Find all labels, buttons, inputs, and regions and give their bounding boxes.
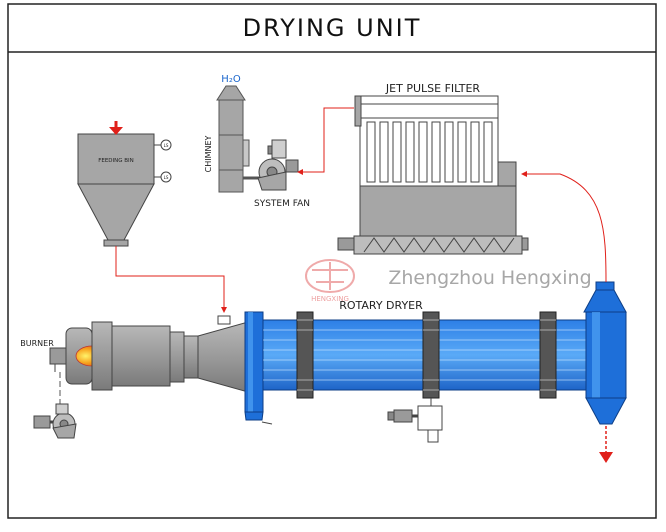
feed-inlet-arrowhead bbox=[109, 127, 123, 135]
burner-label: BURNER bbox=[20, 339, 54, 348]
system-fan bbox=[243, 139, 299, 191]
watermark-company: Zhengzhou Hengxing bbox=[388, 267, 591, 289]
discharge-hood bbox=[583, 281, 627, 425]
jet-pulse-filter-label: JET PULSE FILTER bbox=[385, 82, 481, 95]
filter-to-fan-flow bbox=[297, 107, 354, 175]
watermark-logo bbox=[305, 259, 355, 293]
discharge-arrowhead bbox=[599, 452, 613, 463]
rotary-dryer-label: ROTARY DRYER bbox=[339, 299, 423, 312]
burner-fan bbox=[33, 403, 77, 439]
feeding-bin-label: FEEDING BIN bbox=[98, 158, 134, 164]
level-gauge-lower-label: LS bbox=[164, 175, 169, 180]
burner bbox=[49, 321, 249, 393]
feed-chute bbox=[217, 311, 273, 425]
page-title: DRYING UNIT bbox=[242, 14, 422, 42]
girth-gear bbox=[422, 311, 440, 399]
h2o-label: H₂O bbox=[221, 74, 241, 85]
system-fan-label: SYSTEM FAN bbox=[254, 199, 310, 209]
feed-to-dryer-flow bbox=[115, 246, 227, 313]
level-gauge-upper-label: LS bbox=[164, 143, 169, 148]
riding-ring-1 bbox=[296, 311, 314, 399]
chimney-label: CHIMNEY bbox=[204, 135, 213, 172]
chimney bbox=[216, 85, 250, 193]
watermark-logo-text: HENGXING bbox=[311, 295, 349, 303]
riding-ring-2 bbox=[539, 311, 557, 399]
drive-unit bbox=[387, 398, 443, 443]
jet-pulse-filter bbox=[337, 95, 529, 255]
dryer-to-filter-flow bbox=[521, 171, 607, 283]
feeding-bin bbox=[77, 133, 172, 247]
